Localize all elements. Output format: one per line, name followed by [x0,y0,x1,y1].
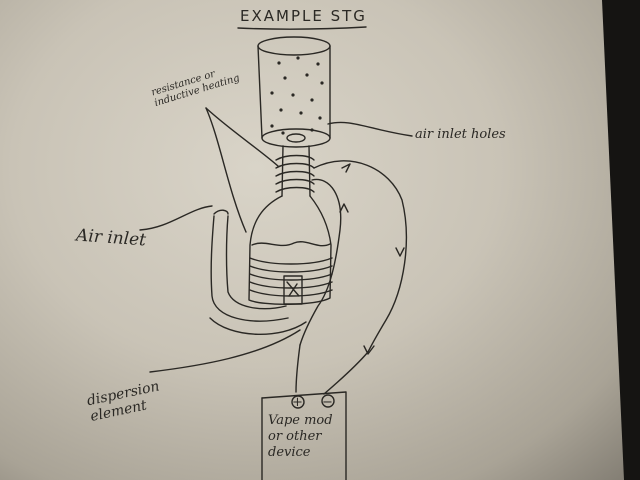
title-underline [238,27,366,29]
table-background [602,0,640,480]
negative-terminal-label: − [322,396,333,409]
resistance-leader [206,108,246,232]
heating-wires [296,161,406,394]
air-inlet-holes-label: air inlet holes [415,128,506,141]
diagram-title: EXAMPLE STG [240,9,367,24]
air-inlet-leader [140,206,212,230]
air-chamber-cylinder [258,37,330,147]
air-holes-leader [328,122,412,136]
bottle-body [249,196,332,304]
device-label: Vape mod or other device [268,413,338,461]
dispersion-leader [150,330,300,372]
bottle-neck-coil [276,146,314,196]
air-inlet-holes [270,56,323,134]
positive-terminal-label: + [292,396,303,409]
